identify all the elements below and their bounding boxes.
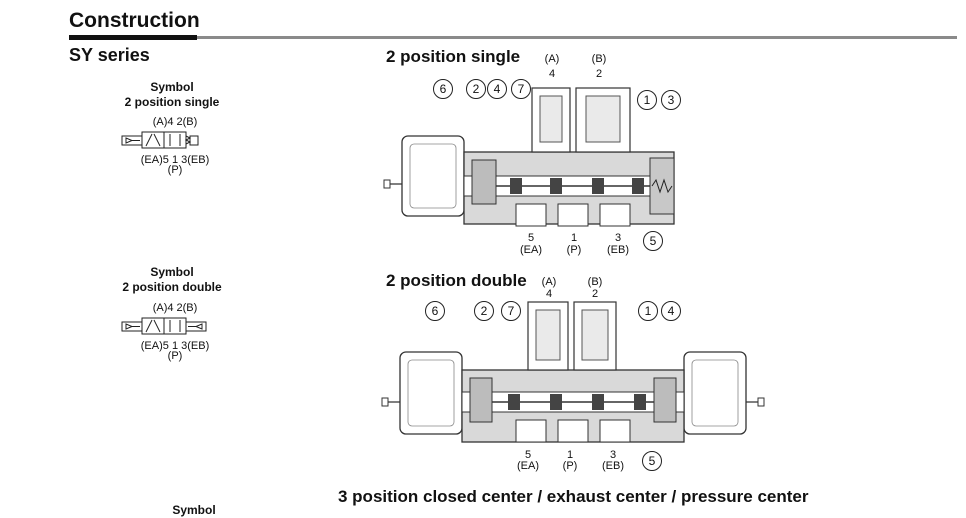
port-eb-letter: (EB) [602, 460, 624, 472]
port-4-number: 4 [545, 288, 553, 300]
callout-7: 7 [501, 301, 521, 321]
callout-7: 7 [511, 79, 531, 99]
port-5-number: 5 [524, 449, 532, 461]
symbol-p-port: (P) [167, 350, 183, 362]
callout-5: 5 [643, 231, 663, 251]
callout-1: 1 [638, 301, 658, 321]
port-1-number: 1 [566, 449, 574, 461]
port-p-letter: (P) [562, 460, 578, 472]
port-a-letter: (A) [541, 276, 557, 288]
symbol-bottom-ports: (EA)5 1 3(EB) [140, 340, 210, 352]
callout-2: 2 [466, 79, 486, 99]
port-eb-letter: (EB) [607, 244, 629, 256]
symbol-top-ports: (A)4 2(B) [152, 302, 198, 314]
symbol-bottom-ports: (EA)5 1 3(EB) [140, 154, 210, 166]
port-5-number: 5 [527, 232, 535, 244]
port-b-letter: (B) [587, 276, 603, 288]
callout-4: 4 [661, 301, 681, 321]
symbol-label: Symbol [172, 503, 216, 517]
valve-cross-section-single [383, 87, 675, 227]
port-3-number: 3 [609, 449, 617, 461]
callout-6: 6 [425, 301, 445, 321]
title-underline-dark [69, 35, 197, 40]
port-1-number: 1 [570, 232, 578, 244]
series-heading: SY series [69, 45, 150, 65]
symbol-type: 2 position single [124, 95, 220, 109]
port-b-letter: (B) [591, 53, 607, 65]
section-heading: 3 position closed center / exhaust cente… [338, 487, 809, 506]
port-p-letter: (P) [566, 244, 582, 256]
callout-2: 2 [474, 301, 494, 321]
callout-1: 1 [637, 90, 657, 110]
port-ea-letter: (EA) [520, 244, 542, 256]
valve-cross-section-double [381, 301, 765, 443]
symbol-p-port: (P) [167, 164, 183, 176]
port-2-number: 2 [591, 288, 599, 300]
port-3-number: 3 [614, 232, 622, 244]
title-underline-grey [197, 36, 957, 39]
port-a-letter: (A) [544, 53, 560, 65]
valve-symbol-single [121, 131, 199, 149]
port-4-number: 4 [548, 68, 556, 80]
callout-6: 6 [433, 79, 453, 99]
port-ea-letter: (EA) [517, 460, 539, 472]
callout-4: 4 [487, 79, 507, 99]
section-heading: 2 position single [386, 47, 521, 66]
port-2-number: 2 [595, 68, 603, 80]
page-title: Construction [69, 9, 200, 32]
symbol-type: 2 position double [122, 280, 222, 294]
callout-3: 3 [661, 90, 681, 110]
symbol-top-ports: (A)4 2(B) [152, 116, 198, 128]
symbol-label: Symbol [150, 265, 194, 279]
symbol-label: Symbol [150, 80, 194, 94]
valve-symbol-double [121, 317, 207, 335]
callout-5: 5 [642, 451, 662, 471]
section-heading: 2 position double [386, 271, 527, 290]
